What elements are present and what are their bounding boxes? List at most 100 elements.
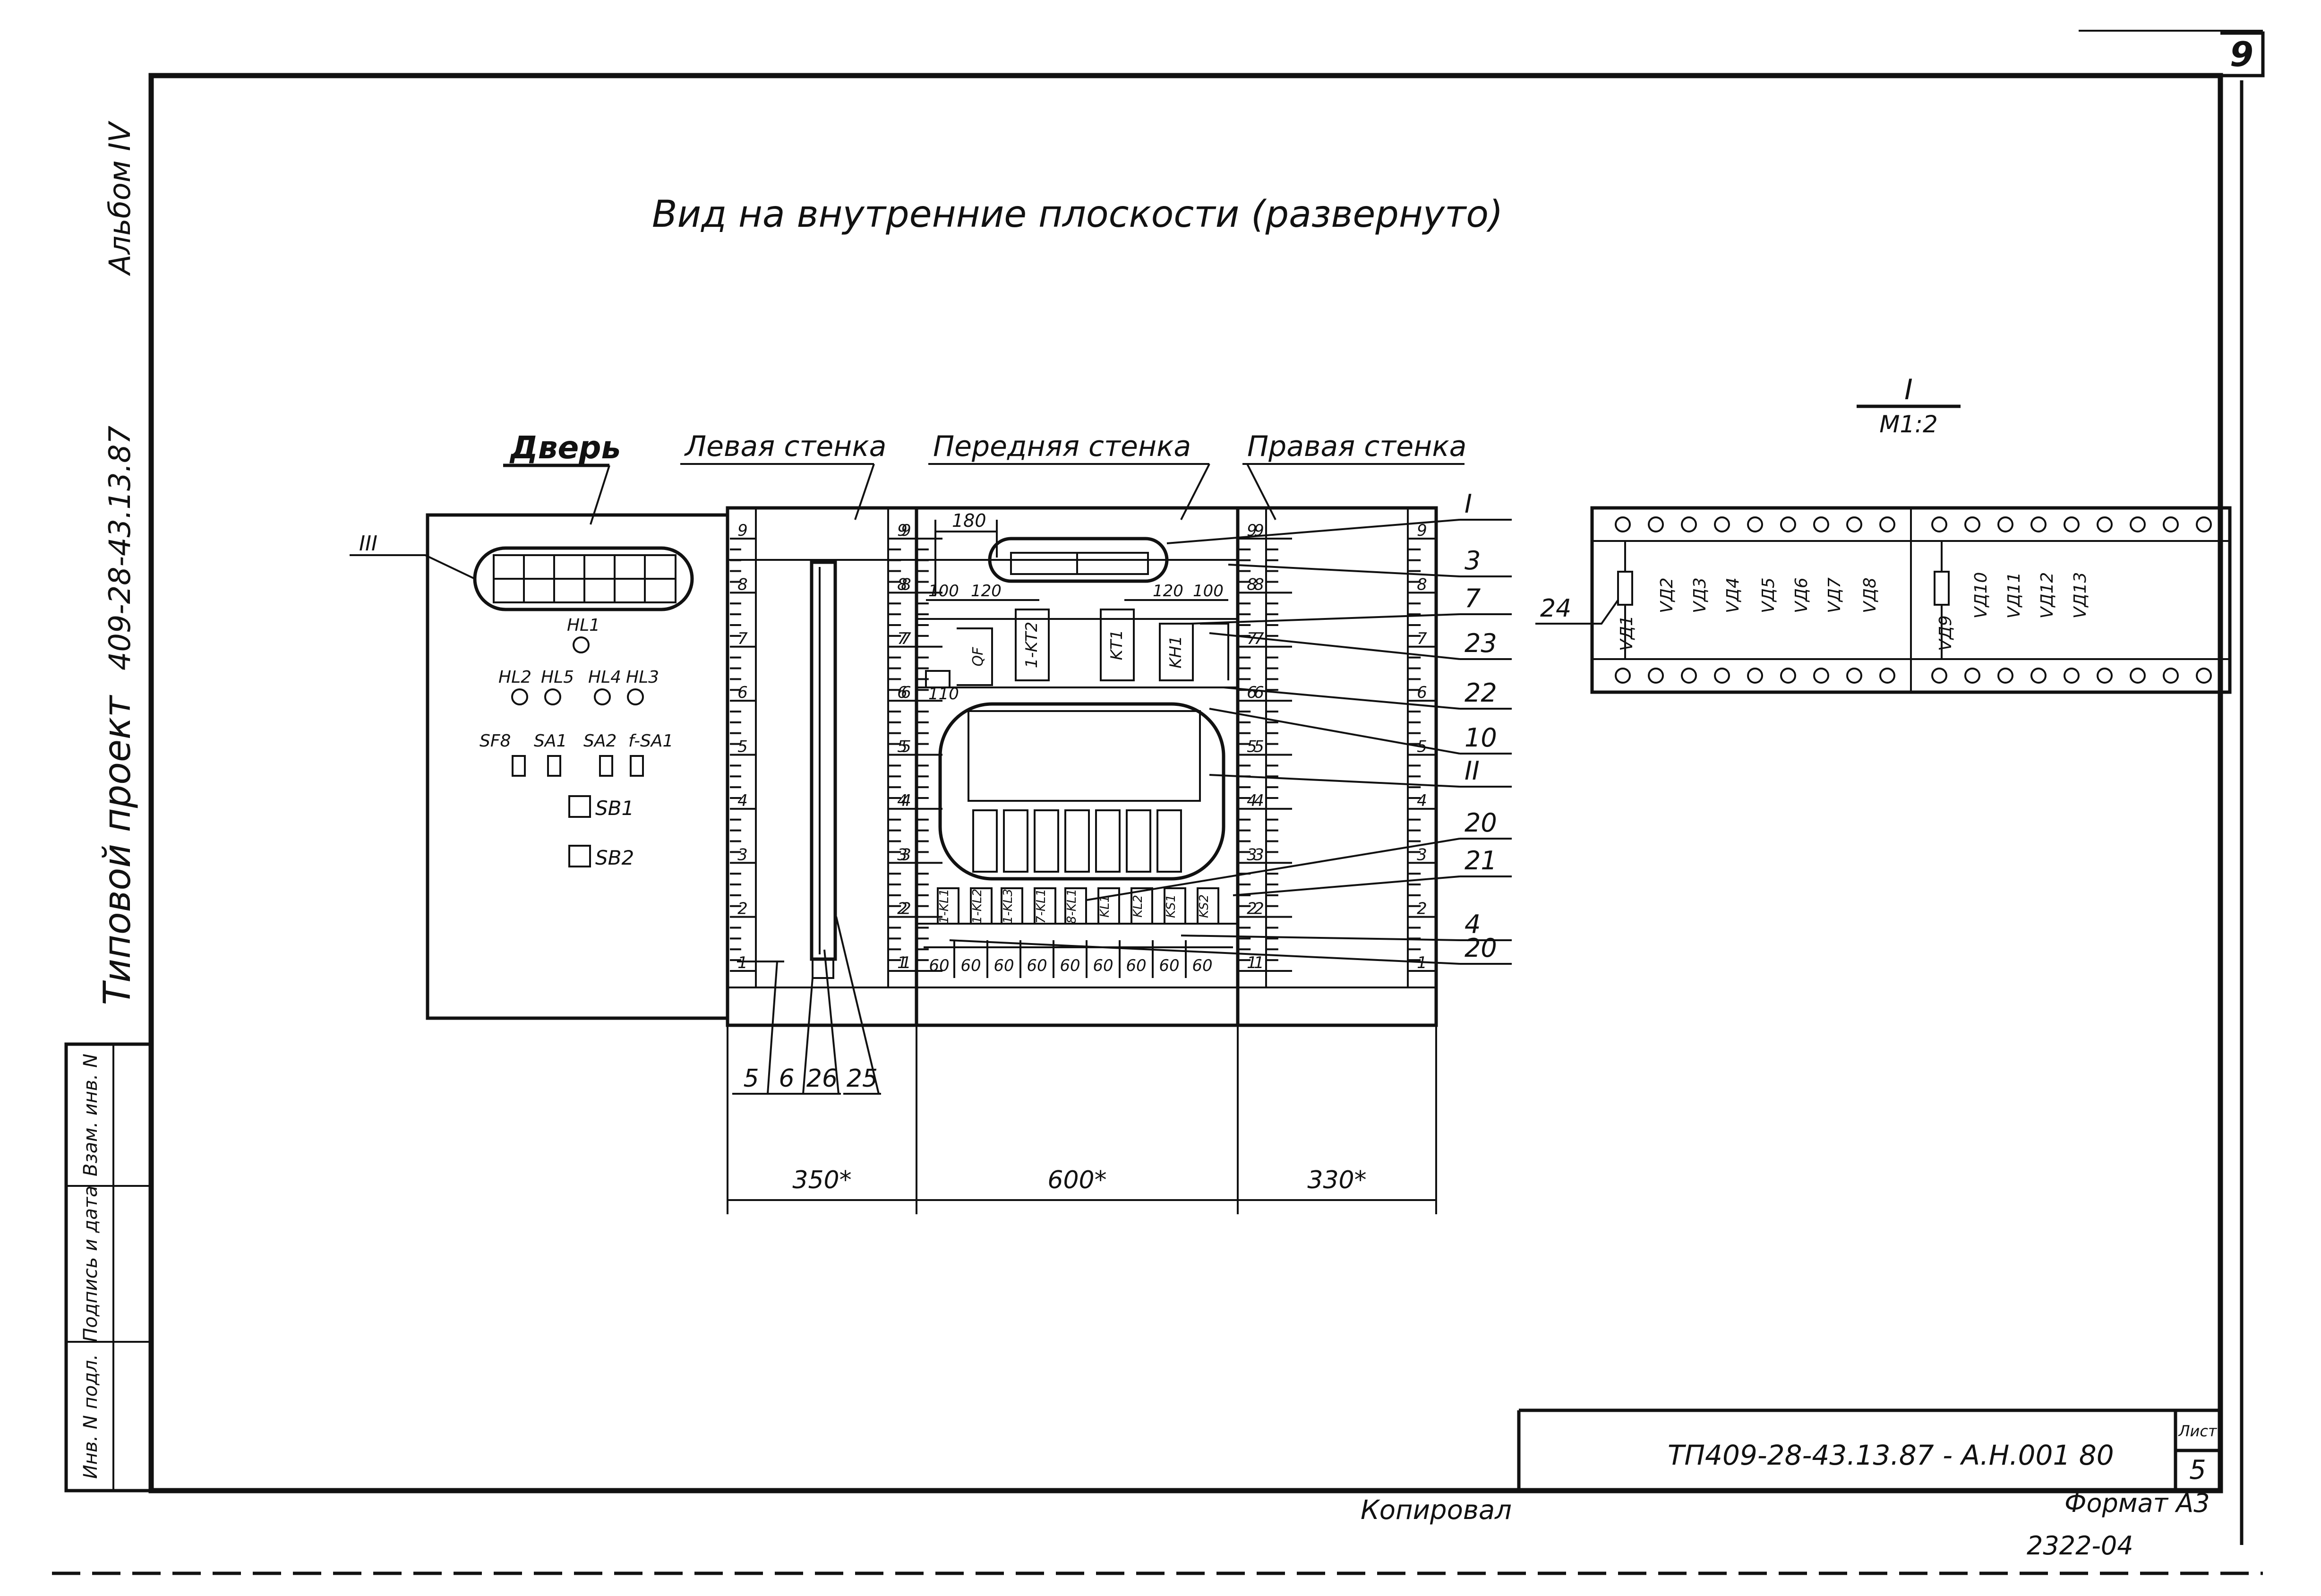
terminal (1648, 668, 1664, 684)
detail-terminal-block (1535, 506, 2232, 694)
callout-label: 7 (1465, 583, 1481, 613)
dim-60: 60 (1060, 956, 1080, 975)
scale-number: 6 (1417, 683, 1427, 702)
scale-number: 9 (1417, 521, 1427, 540)
dim-120-right: 120 (1153, 582, 1183, 601)
scale-number: 6 (901, 683, 911, 702)
stamp-replace-inv: Взам. инв. N (80, 1054, 102, 1176)
heading-left-wall: Левая стенка (684, 430, 886, 463)
stamp-inv-no: Инв. N подл. (80, 1354, 102, 1479)
terminal (1931, 668, 1947, 684)
scale-number: 4 (1247, 791, 1257, 810)
diode-label: VД10 (1971, 572, 1991, 619)
callout-leader (1228, 564, 1460, 577)
label-hl3: HL3 (626, 668, 659, 687)
scale-number: 4 (897, 791, 908, 810)
scale-number: 8 (1254, 575, 1264, 594)
scale-number: 9 (737, 521, 748, 540)
terminal (1747, 516, 1763, 532)
bottom-relay-label: 1-KL1 (937, 889, 951, 924)
scale-number: 2 (737, 900, 748, 918)
dim-100-right: 100 (1193, 582, 1224, 601)
breaker-qf: QF (970, 647, 986, 667)
label-sf8: SF8 (480, 731, 511, 751)
diode-label: VД8 (1860, 577, 1880, 613)
bottom-callout-leader (767, 961, 778, 1094)
terminal (2163, 516, 2179, 532)
label-hl1: HL1 (567, 616, 600, 635)
diode-label: VД5 (1759, 577, 1778, 613)
door-callout-iii: III (359, 532, 377, 556)
callout-label: 22 (1465, 678, 1497, 708)
detail-title: I (1904, 373, 1913, 406)
title-block-sheet-no: 5 (2189, 1455, 2206, 1485)
label-hl2: HL2 (498, 668, 531, 687)
callout-leader (1181, 935, 1460, 941)
terminal (1964, 668, 1980, 684)
scale-number: 9 (1247, 521, 1257, 540)
dim-60: 60 (1159, 956, 1179, 975)
bottom-callout-leader (835, 916, 880, 1094)
scale-number: 5 (1247, 738, 1257, 756)
right-wall-panel (1236, 506, 1438, 1027)
terminal (2030, 516, 2047, 532)
scale-number: 2 (1254, 900, 1264, 918)
width-left: 350* (792, 1166, 851, 1194)
terminal (2196, 668, 2212, 684)
terminal (2163, 668, 2179, 684)
terminal (2064, 668, 2080, 684)
terminal (1615, 668, 1631, 684)
scale-number: 2 (1417, 900, 1427, 918)
heading-door: Дверь (509, 429, 621, 466)
terminal (1714, 516, 1730, 532)
detail-scale: M1:2 (1879, 411, 1938, 438)
label-f-sa1: f-SA1 (628, 731, 673, 751)
scale-number: 6 (897, 683, 908, 702)
bottom-callout-label: 5 (743, 1064, 759, 1093)
heading-right-wall: Правая стенка (1247, 430, 1466, 463)
title-block-designation: ТП409-28-43.13.87 - А.Н.001 80 (1668, 1439, 2114, 1471)
callout-label: 10 (1465, 723, 1497, 753)
callout-leader (1166, 519, 1460, 544)
scale-number: 7 (737, 629, 748, 648)
terminal (1931, 516, 1947, 532)
bottom-relay-label: 8-KL1 (1065, 889, 1079, 924)
scale-number: 7 (901, 629, 911, 648)
diode-label: VД2 (1657, 577, 1677, 613)
title-block (1517, 1408, 2220, 1491)
footer-order: 2322-04 (2027, 1531, 2133, 1561)
bottom-relay-label: 7-KL1 (1034, 889, 1048, 924)
scale-number: 8 (1247, 575, 1257, 594)
scale-number: 3 (901, 845, 911, 864)
scale-number: 9 (1254, 521, 1264, 540)
bottom-callout-label: 26 (806, 1064, 838, 1093)
dim-60: 60 (1027, 956, 1047, 975)
label-sb1: SB1 (595, 797, 634, 820)
label-sa2: SA2 (583, 731, 617, 751)
scale-number: 3 (737, 845, 748, 864)
scale-number: 2 (897, 900, 908, 918)
scale-number: 6 (737, 683, 748, 702)
callout-leader (949, 939, 1460, 965)
scale-number: 5 (1254, 738, 1264, 756)
dim-120-left: 120 (971, 582, 1002, 601)
terminal (2097, 516, 2113, 532)
sidebar-project-code: 409-28-43.13.87 (103, 426, 137, 670)
terminal (1681, 516, 1697, 532)
terminal (1747, 668, 1763, 684)
terminal (1615, 516, 1631, 532)
dim-60: 60 (1192, 956, 1212, 975)
callout-label: 20 (1465, 933, 1497, 963)
relay-kh1: KH1 (1166, 635, 1185, 669)
dim-60: 60 (993, 956, 1014, 975)
terminal (1997, 516, 2013, 532)
scale-number: 8 (1417, 575, 1427, 594)
sidebar-album: Альбом IV (103, 120, 137, 276)
scale-number: 1 (897, 953, 908, 972)
